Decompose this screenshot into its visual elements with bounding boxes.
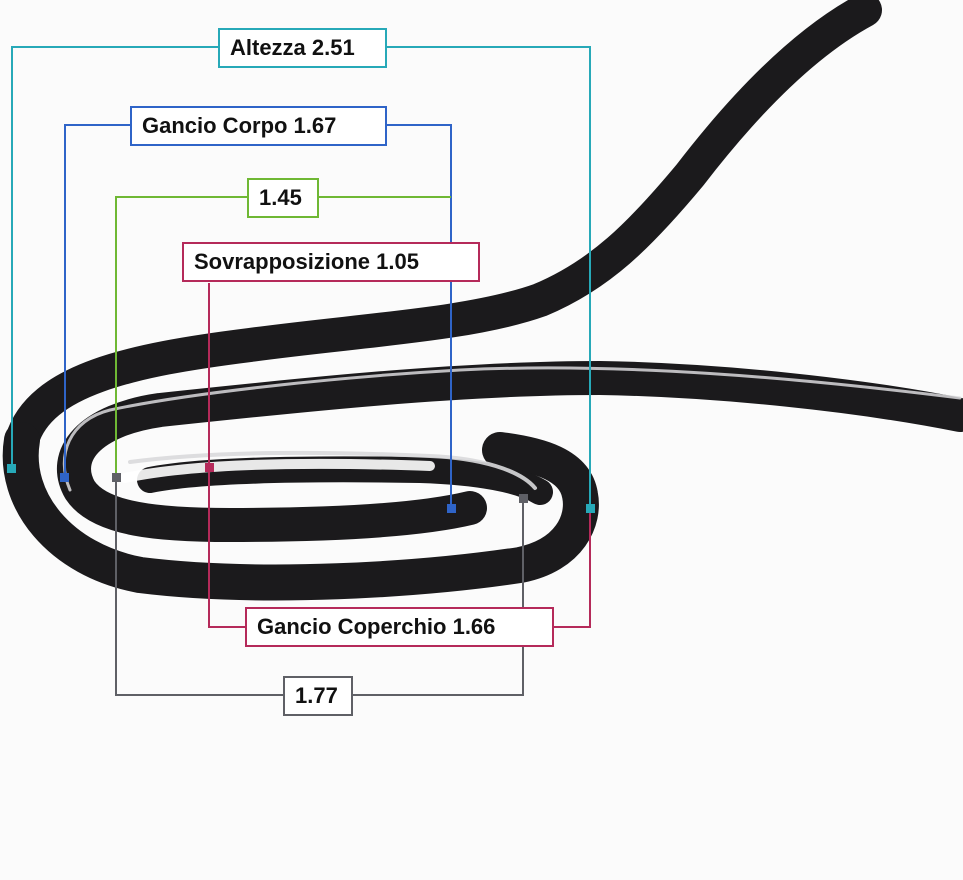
endpoint-markers [7,463,595,513]
inner-gap-line [62,366,962,492]
altezza-line [11,46,218,468]
marker-bottom-right [519,494,528,503]
bottom-measure-label: 1.77 [283,676,353,716]
gancio-corpo-line [64,124,130,478]
altezza-label: Altezza 2.51 [218,28,387,68]
altezza-line-right [387,46,591,508]
marker-inner-left [112,473,121,482]
sovrapposizione-label: Sovrapposizione 1.05 [182,242,480,282]
middle-metal-strip [57,361,963,542]
marker-corpo-left [60,473,69,482]
metal-cross-section [2,0,963,601]
upper-metal-strip [5,0,882,457]
measurement-lines [11,46,591,696]
hook-gap-line [128,450,537,490]
gancio-coperchio-label: Gancio Coperchio 1.66 [245,607,554,647]
marker-altezza-left [7,464,16,473]
bottom-line-right [353,497,524,696]
inner-measure-label: 1.45 [247,178,319,218]
gancio-corpo-line-right [387,124,452,508]
marker-sovrapposizione [205,463,214,472]
outer-curl [2,422,599,601]
bottom-line [115,478,283,696]
marker-corpo-right [447,504,456,513]
marker-altezza-right [586,504,595,513]
sovrapposizione-line [208,283,245,628]
gancio-coperchio-line-right [554,508,591,628]
gancio-corpo-label: Gancio Corpo 1.67 [130,106,387,146]
inner-pocket [120,458,435,483]
inner-line [115,196,247,478]
